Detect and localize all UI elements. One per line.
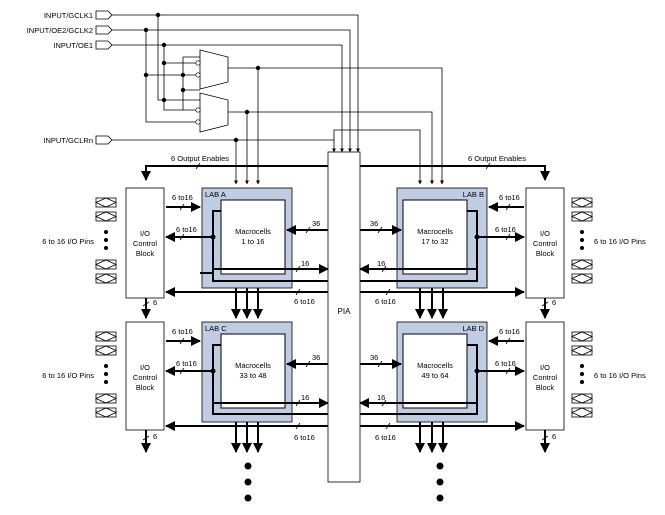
svg-text:1 to 16: 1 to 16 — [242, 237, 265, 246]
svg-text:I/O: I/O — [540, 363, 550, 372]
svg-text:6 to16: 6 to16 — [375, 433, 396, 442]
input-pad-gclk2 — [95, 25, 113, 35]
lab-a: LAB A Macrocells 1 to 16 — [201, 187, 328, 289]
svg-text:6 to16: 6 to16 — [172, 327, 193, 336]
svg-text:17 to 32: 17 to 32 — [421, 237, 448, 246]
io-pins-left-top: 6 to 16 I/O Pins — [42, 197, 117, 284]
svg-text:6 to16: 6 to16 — [495, 225, 516, 234]
lab-b-title: LAB B — [463, 190, 484, 199]
svg-text:16: 16 — [301, 259, 309, 268]
svg-text:6 to16: 6 to16 — [375, 297, 396, 306]
io-pins-label: 6 to 16 I/O Pins — [594, 237, 646, 246]
svg-text:Macrocells: Macrocells — [417, 361, 453, 370]
svg-text:Block: Block — [536, 249, 555, 258]
lab-b: LAB B Macrocells 17 to 32 — [360, 187, 488, 289]
io-block-bottom-right: I/O Control Block — [525, 321, 565, 431]
svg-text:6 to16: 6 to16 — [499, 193, 520, 202]
svg-text:Control: Control — [533, 239, 558, 248]
svg-text:49 to 64: 49 to 64 — [421, 371, 448, 380]
lab-d: LAB D Macrocells 49 to 64 — [360, 321, 488, 423]
pia-label: PIA — [338, 307, 352, 316]
svg-text:6 to16: 6 to16 — [294, 297, 315, 306]
io-pins-right-bottom: 6 to 16 I/O Pins — [571, 331, 646, 418]
svg-text:6: 6 — [153, 432, 157, 441]
svg-text:36: 36 — [370, 219, 378, 228]
io-pins-label: 6 to 16 I/O Pins — [42, 371, 94, 380]
svg-text:6 to16: 6 to16 — [294, 433, 315, 442]
svg-text:6 to16: 6 to16 — [499, 327, 520, 336]
io-block-top-right: I/O Control Block — [525, 187, 565, 299]
svg-text:Control: Control — [133, 373, 158, 382]
io-block-top-left: I/O Control Block — [125, 187, 165, 299]
global-inputs: INPUT/GCLK1 INPUT/OE2/GCLK2 INPUT/OE1 IN… — [27, 10, 444, 185]
lab-a-title: LAB A — [205, 190, 226, 199]
svg-text:I/O: I/O — [140, 229, 150, 238]
svg-text:Macrocells: Macrocells — [235, 227, 271, 236]
svg-text:6 to16: 6 to16 — [495, 359, 516, 368]
pia: PIA — [327, 151, 361, 483]
lab-c: LAB C Macrocells 33 to 48 — [201, 321, 328, 423]
svg-text:6: 6 — [153, 298, 157, 307]
svg-text:36: 36 — [370, 353, 378, 362]
io-pins-left-bottom: 6 to 16 I/O Pins — [42, 331, 117, 418]
svg-text:6 to16: 6 to16 — [176, 359, 197, 368]
oe-mux-1 — [195, 49, 229, 90]
svg-text:6 to16: 6 to16 — [172, 193, 193, 202]
oe-mux-2 — [195, 92, 229, 133]
svg-text:Macrocells: Macrocells — [235, 361, 271, 370]
svg-text:33 to 48: 33 to 48 — [239, 371, 266, 380]
svg-text:16: 16 — [377, 393, 385, 402]
svg-text:36: 36 — [312, 219, 320, 228]
oe-label-right: 6 Output Enables — [468, 154, 526, 163]
io-pins-label: 6 to 16 I/O Pins — [42, 237, 94, 246]
svg-text:Control: Control — [133, 239, 158, 248]
lab-c-title: LAB C — [205, 324, 227, 333]
svg-text:Block: Block — [136, 249, 155, 258]
svg-text:6 to16: 6 to16 — [176, 225, 197, 234]
output-enable-buses — [141, 165, 550, 181]
input-pad-oe1 — [95, 40, 113, 50]
svg-text:36: 36 — [312, 353, 320, 362]
io-pins-label: 6 to 16 I/O Pins — [594, 371, 646, 380]
svg-text:Control: Control — [533, 373, 558, 382]
svg-text:6: 6 — [552, 432, 556, 441]
lab-d-title: LAB D — [462, 324, 484, 333]
io-block-bottom-left: I/O Control Block — [125, 321, 165, 431]
input-label-gclrn: INPUT/GCLRn — [43, 136, 93, 145]
svg-text:I/O: I/O — [540, 229, 550, 238]
svg-text:Block: Block — [136, 383, 155, 392]
input-label-gclk1: INPUT/GCLK1 — [44, 11, 93, 20]
input-pad-gclk1 — [95, 10, 113, 20]
input-label-gclk2: INPUT/OE2/GCLK2 — [27, 26, 93, 35]
svg-text:16: 16 — [301, 393, 309, 402]
oe-label-left: 6 Output Enables — [171, 154, 229, 163]
input-pad-gclrn — [95, 135, 113, 145]
io-pins-right-top: 6 to 16 I/O Pins — [571, 197, 646, 284]
svg-text:6: 6 — [552, 298, 556, 307]
input-label-oe1: INPUT/OE1 — [53, 41, 93, 50]
svg-text:Macrocells: Macrocells — [417, 227, 453, 236]
svg-text:16: 16 — [377, 259, 385, 268]
svg-text:I/O: I/O — [140, 363, 150, 372]
svg-text:Block: Block — [536, 383, 555, 392]
bus-labels: 6 to16 6 to16 36 16 6 to16 6 6 to16 6 to… — [153, 193, 556, 442]
